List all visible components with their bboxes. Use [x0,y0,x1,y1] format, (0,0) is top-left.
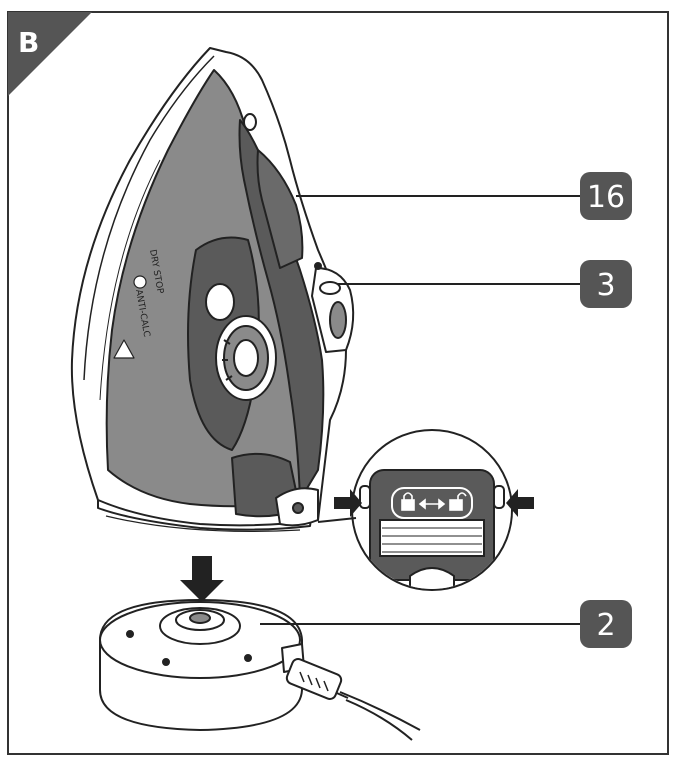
anti-calc-icon [133,275,147,289]
callout-label-3: 3 [596,268,615,303]
lock-icon [401,492,415,511]
power-base [99,599,305,731]
callout-3: 3 [338,260,632,308]
water-tank-window [256,149,304,269]
steam-iron: DRY STOP ANTI-CALC [70,47,355,532]
callout-2: 2 [260,600,632,648]
callout-16: 16 [296,172,632,220]
unlock-icon [449,492,467,511]
power-cord [285,658,421,741]
callout-label-16: 16 [587,180,625,215]
temperature-dial [215,315,277,401]
warning-icon [113,339,135,359]
callout-label-2: 2 [596,608,615,643]
down-arrow-icon [180,556,224,602]
steam-button [311,262,355,353]
lock-detail-circle [317,429,513,591]
push-arrow-icon [334,489,534,517]
section-tab: B [8,12,92,96]
double-arrow-icon [418,498,446,510]
section-letter: B [18,26,39,59]
